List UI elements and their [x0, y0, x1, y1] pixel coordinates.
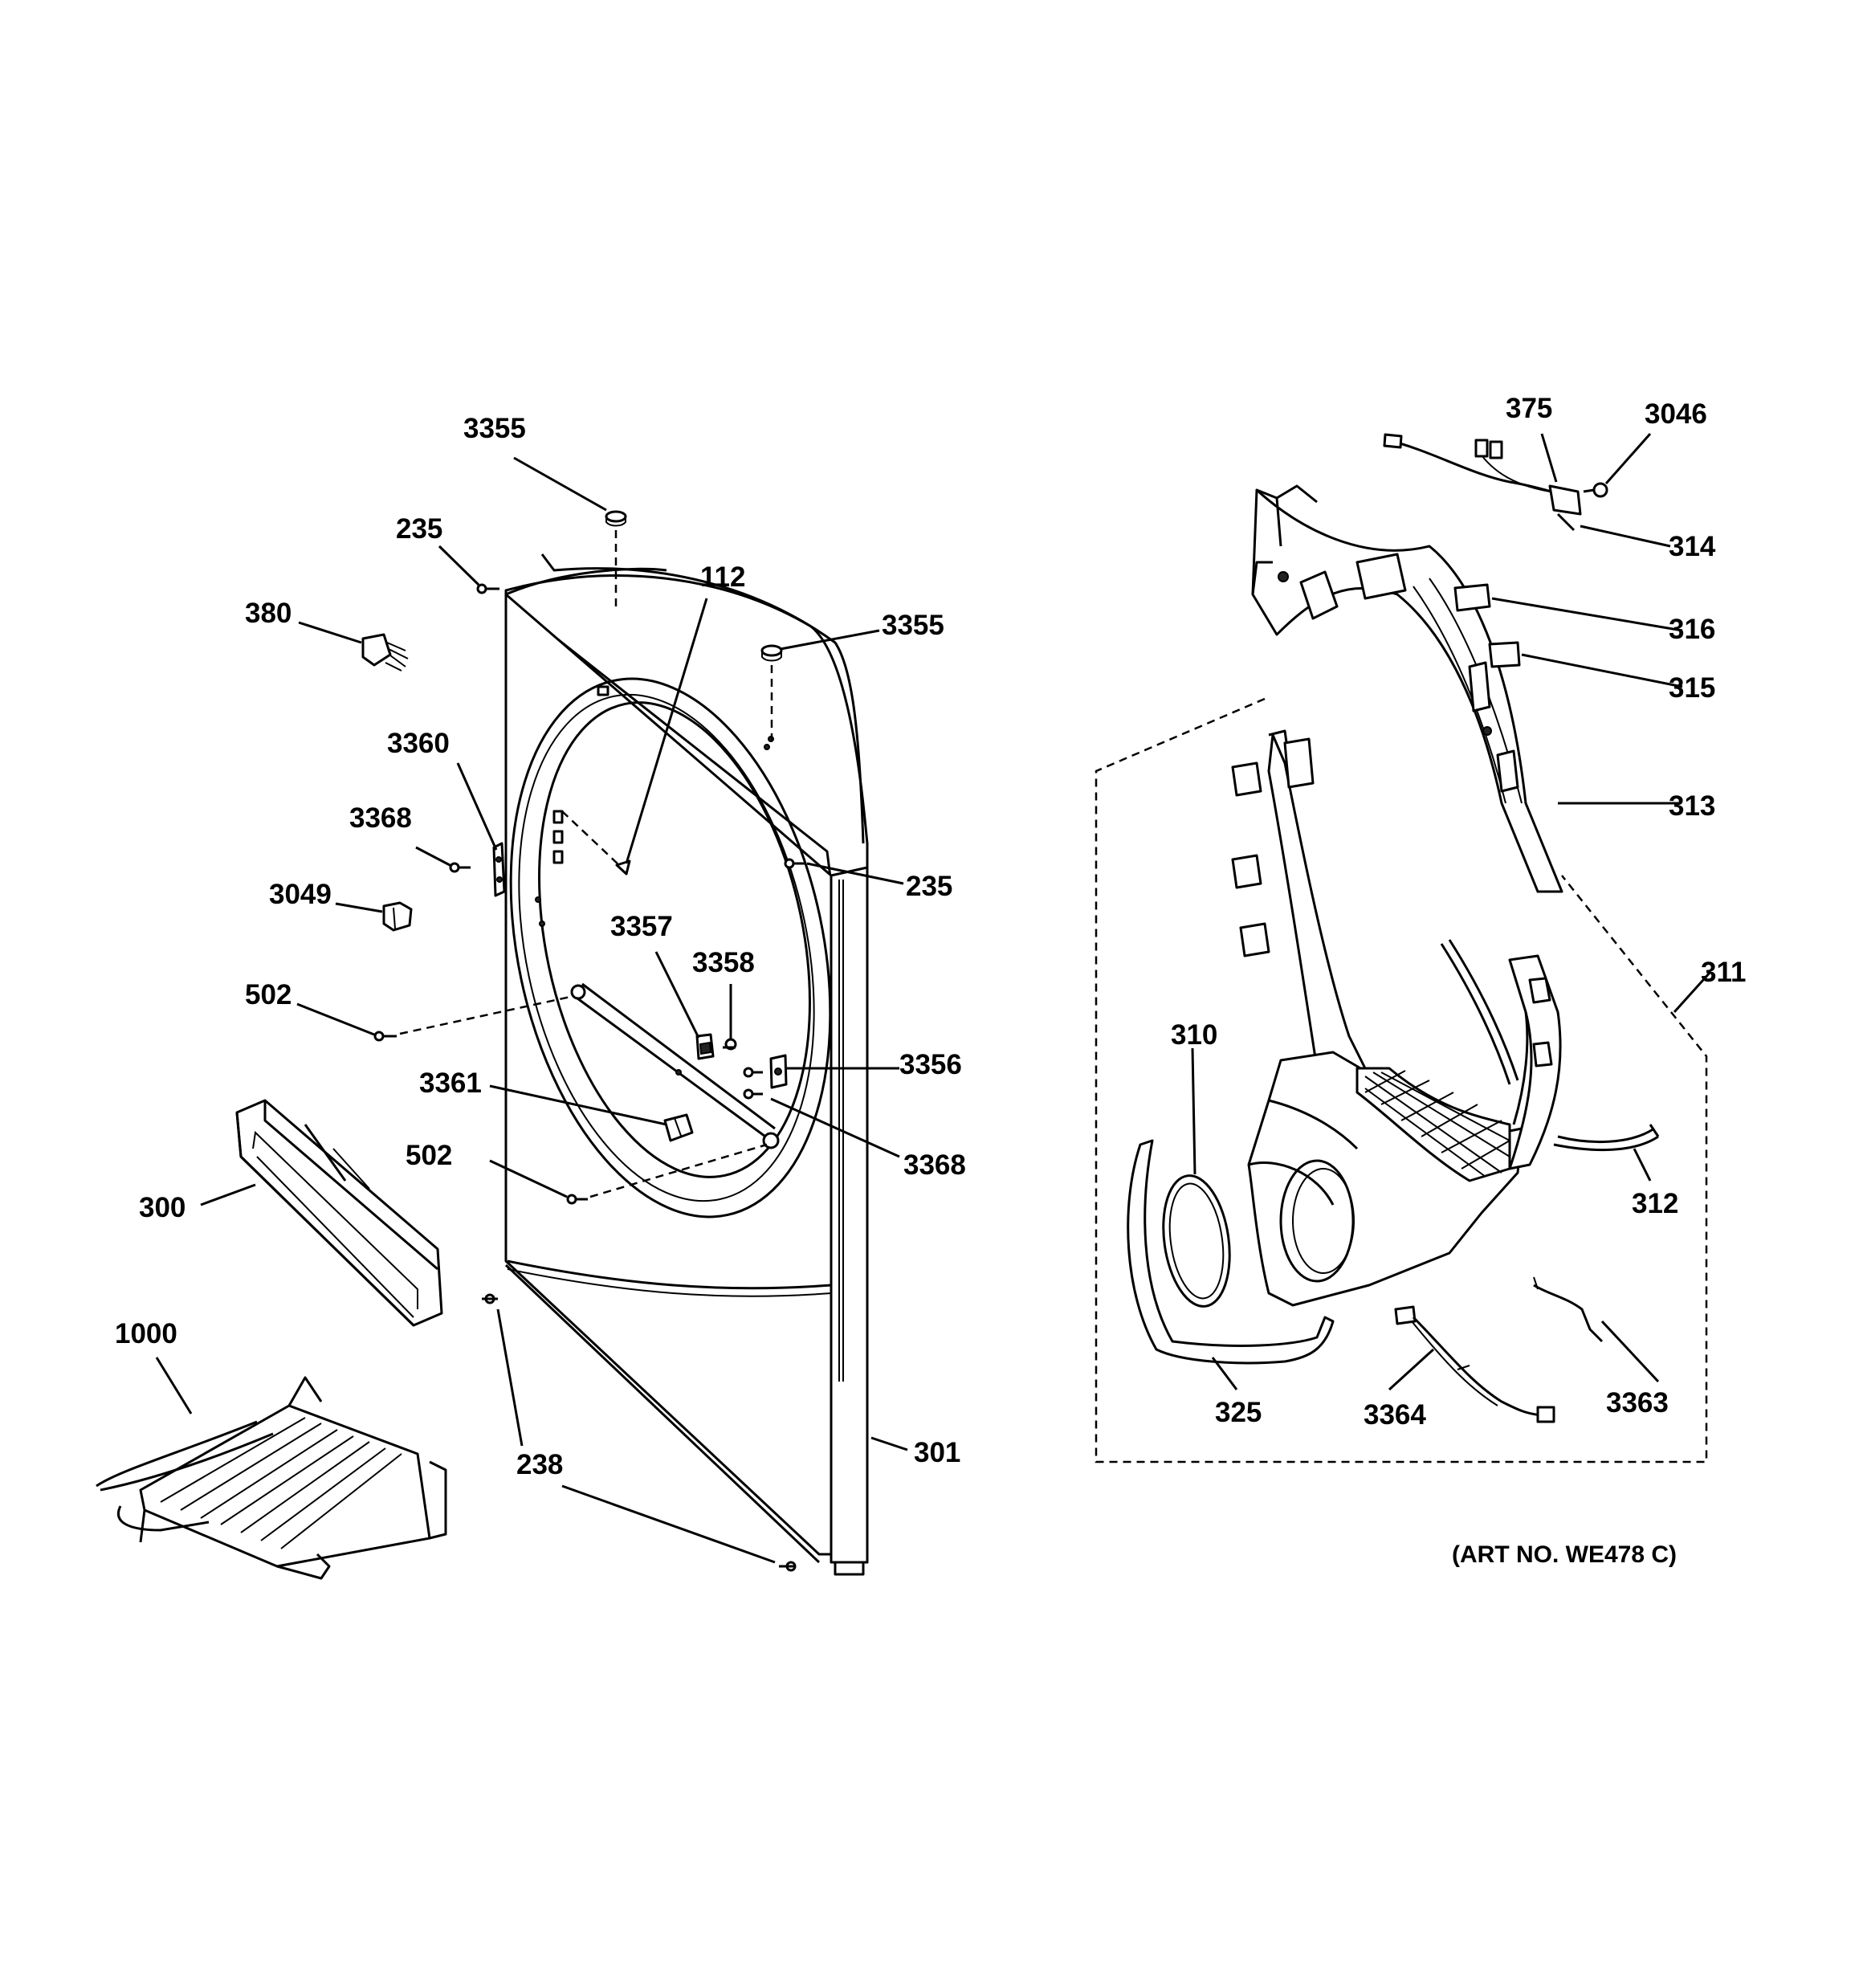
screw-502-upper — [373, 994, 575, 1042]
label-3357: 3357 — [610, 911, 673, 942]
label-3360: 3360 — [387, 728, 450, 759]
label-325: 325 — [1215, 1397, 1262, 1428]
seal-312 — [1553, 1124, 1660, 1152]
label-311: 311 — [1701, 957, 1746, 988]
art-number: (ART NO. WE478 C) — [1452, 1541, 1677, 1568]
label-3361: 3361 — [419, 1067, 482, 1099]
label-502-lower: 502 — [406, 1140, 452, 1171]
front-panel-301 — [504, 553, 869, 1576]
label-502-upper: 502 — [245, 979, 291, 1010]
plug-3355-right — [760, 644, 783, 747]
part-labels: 3355 235 380 112 3355 3360 3368 3049 235… — [115, 393, 1746, 1568]
label-3364: 3364 — [1364, 1399, 1426, 1431]
label-238: 238 — [516, 1449, 563, 1480]
screw-3046 — [1583, 482, 1608, 498]
label-300: 300 — [139, 1192, 185, 1223]
label-301: 301 — [914, 1437, 960, 1468]
hinge-plate-3360 — [492, 842, 506, 897]
screw-502-lower — [566, 1143, 768, 1205]
label-235-top: 235 — [396, 513, 442, 545]
drying-rack-1000 — [96, 1376, 447, 1580]
label-112: 112 — [700, 561, 745, 593]
label-3368-left: 3368 — [349, 802, 412, 834]
lint-duct-300 — [235, 1099, 443, 1327]
label-314: 314 — [1669, 531, 1716, 562]
screw-238-upper — [482, 1293, 498, 1304]
label-1000: 1000 — [115, 1318, 177, 1349]
pad-316 — [1453, 583, 1491, 612]
label-3358: 3358 — [692, 947, 755, 978]
screw-3368-left — [449, 862, 471, 873]
label-3363: 3363 — [1606, 1387, 1669, 1419]
label-380: 380 — [245, 598, 291, 629]
label-316: 316 — [1669, 614, 1715, 645]
screw-112 — [561, 810, 631, 876]
harness-3364 — [1394, 1305, 1555, 1423]
label-3368-right: 3368 — [903, 1149, 966, 1181]
label-3355-right: 3355 — [882, 610, 944, 641]
gasket-310 — [1162, 1174, 1231, 1308]
label-312: 312 — [1632, 1188, 1678, 1219]
label-315: 315 — [1669, 672, 1715, 704]
bumper-3361 — [663, 1113, 694, 1142]
label-375: 375 — [1506, 393, 1552, 424]
leader-lines — [155, 433, 1712, 1564]
strike-3357 — [695, 1033, 715, 1060]
upper-bulkhead-313 — [1251, 484, 1563, 893]
lower-bulkhead-311 — [1231, 729, 1562, 1307]
pad-315 — [1488, 641, 1521, 668]
bracket-3356 — [769, 1054, 788, 1089]
label-3049: 3049 — [269, 879, 332, 910]
label-313: 313 — [1669, 790, 1715, 822]
plug-3355-top — [605, 510, 627, 606]
boundary-311 — [1095, 697, 1708, 1463]
clip-3049 — [382, 901, 413, 932]
label-3355-top: 3355 — [463, 413, 526, 444]
screw-235-right — [784, 858, 805, 869]
label-310: 310 — [1171, 1019, 1217, 1051]
screw-238-lower — [779, 1561, 797, 1572]
wire-3363 — [1533, 1276, 1604, 1343]
screw-235-top — [476, 583, 499, 594]
seal-325 — [1127, 1139, 1335, 1365]
screws-3368-right — [743, 1067, 763, 1100]
thermistor-314 — [1548, 484, 1582, 532]
label-3356: 3356 — [899, 1049, 962, 1080]
label-235-right: 235 — [906, 871, 952, 902]
door-switch-380 — [361, 633, 409, 672]
label-3046: 3046 — [1645, 398, 1707, 430]
harness-375 — [1383, 433, 1563, 496]
